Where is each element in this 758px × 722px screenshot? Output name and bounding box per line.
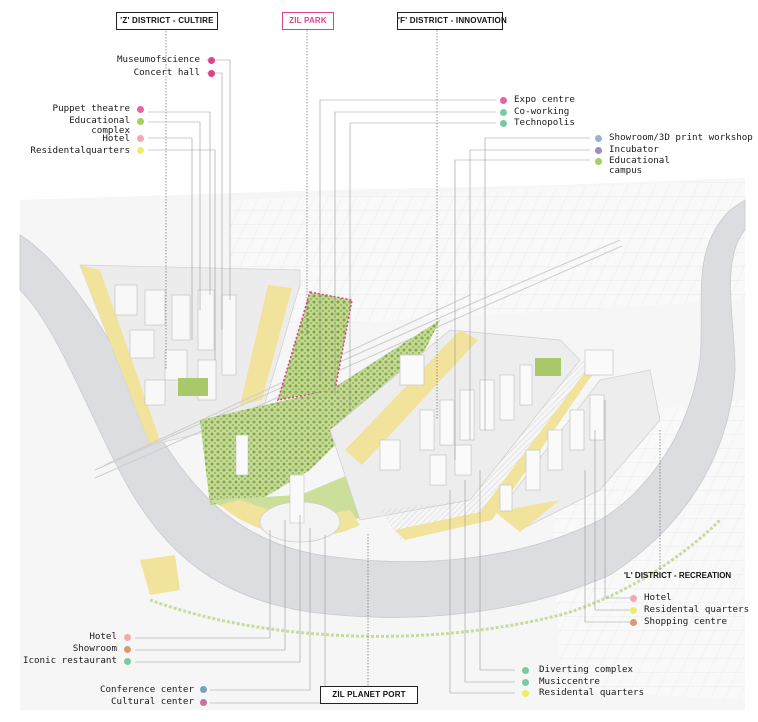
dot-cultural-center [200, 699, 207, 706]
dot-museum-of-science [208, 57, 215, 64]
dot-residental-quarters-l [630, 607, 637, 614]
label-hotel-port: Hotel [89, 631, 117, 642]
dot-educational-complex [137, 118, 144, 125]
dot-iconic-restaurant [124, 658, 131, 665]
label-diverting-complex: Diverting complex [539, 664, 634, 675]
label-showroom-3d: Showroom/3D print workshop [609, 132, 753, 143]
dot-residental-quarters-port [522, 690, 529, 697]
f-district-green-square [535, 358, 561, 376]
dot-incubator [595, 147, 602, 154]
dot-hotel-z [137, 135, 144, 142]
dot-technopolis [500, 120, 507, 127]
label-conference-center: Conference center [99, 684, 194, 695]
label-shopping-centre: Shopping centre [644, 616, 727, 627]
label-cultural-center: Cultural center [111, 696, 194, 707]
label-residental-quarters-l: Residental quarters [644, 604, 750, 615]
label-hotel-l: Hotel [644, 592, 672, 603]
dot-diverting-complex [522, 667, 529, 674]
dot-puppet-theatre [137, 106, 144, 113]
south-beach [140, 555, 180, 595]
label-museum-of-science: Museumofscience [117, 54, 200, 65]
zil-park-title: ZIL PARK [282, 12, 334, 30]
z-district-embankment [80, 265, 160, 445]
f-district-title: 'F' DISTRICT - INNOVATION [397, 12, 507, 30]
dot-showroom-port [124, 646, 131, 653]
label-educational-complex: Educational complex [69, 115, 130, 136]
planet-port-tower [289, 474, 305, 524]
f-district-hatched-zone [380, 360, 600, 540]
label-technopolis: Technopolis [514, 117, 575, 128]
moskva-river [19, 199, 746, 618]
river-bank [149, 518, 722, 638]
dot-residental-quarters-z [137, 147, 144, 154]
zil-park-outline [276, 291, 353, 402]
label-hotel-z: Hotel [102, 133, 130, 144]
zil-planet-port-title: ZIL PLANET PORT [320, 686, 418, 704]
l-district-buildings [499, 349, 614, 512]
f-district-embankment [395, 372, 592, 540]
dot-educational-campus [595, 158, 602, 165]
dot-hotel-port [124, 634, 131, 641]
leader-lines [135, 28, 661, 704]
dot-hotel-l [630, 595, 637, 602]
label-concert-hall: Concert hall [133, 67, 200, 78]
label-showroom-port: Showroom [72, 643, 117, 654]
label-iconic-restaurant: Iconic restaurant [22, 655, 117, 666]
dot-expo-centre [500, 97, 507, 104]
label-musiccentre: Musiccentre [539, 676, 600, 687]
dot-musiccentre [522, 679, 529, 686]
label-co-working: Co-working [514, 106, 570, 117]
l-district-pier [495, 500, 560, 532]
f-district-boulevard [345, 330, 478, 465]
f-district-buildings [379, 354, 533, 486]
dot-co-working [500, 109, 507, 116]
l-district-title: 'L' DISTRICT - RECREATION [624, 571, 732, 580]
z-district-promenade [240, 285, 292, 405]
label-educational-campus: Educational campus [609, 155, 670, 176]
label-expo-centre: Expo centre [514, 94, 575, 105]
z-district-buildings [114, 284, 237, 406]
background-city-grid [230, 180, 745, 330]
dot-conference-center [200, 686, 207, 693]
label-incubator: Incubator [609, 144, 659, 155]
dot-showroom-3d [595, 135, 602, 142]
riverside-tower [235, 434, 249, 476]
z-district-courtyard [178, 378, 208, 396]
z-district-title: 'Z' DISTRICT - CULTIRE [116, 12, 218, 30]
label-residental-quarters-z: Residentalquarters [30, 145, 130, 156]
label-residental-quarters-port: Residental quarters [539, 687, 645, 698]
central-park [200, 320, 440, 505]
dot-concert-hall [208, 70, 215, 77]
zil-park-area [278, 292, 352, 400]
dot-shopping-centre [630, 619, 637, 626]
label-puppet-theatre: Puppet theatre [52, 103, 130, 114]
